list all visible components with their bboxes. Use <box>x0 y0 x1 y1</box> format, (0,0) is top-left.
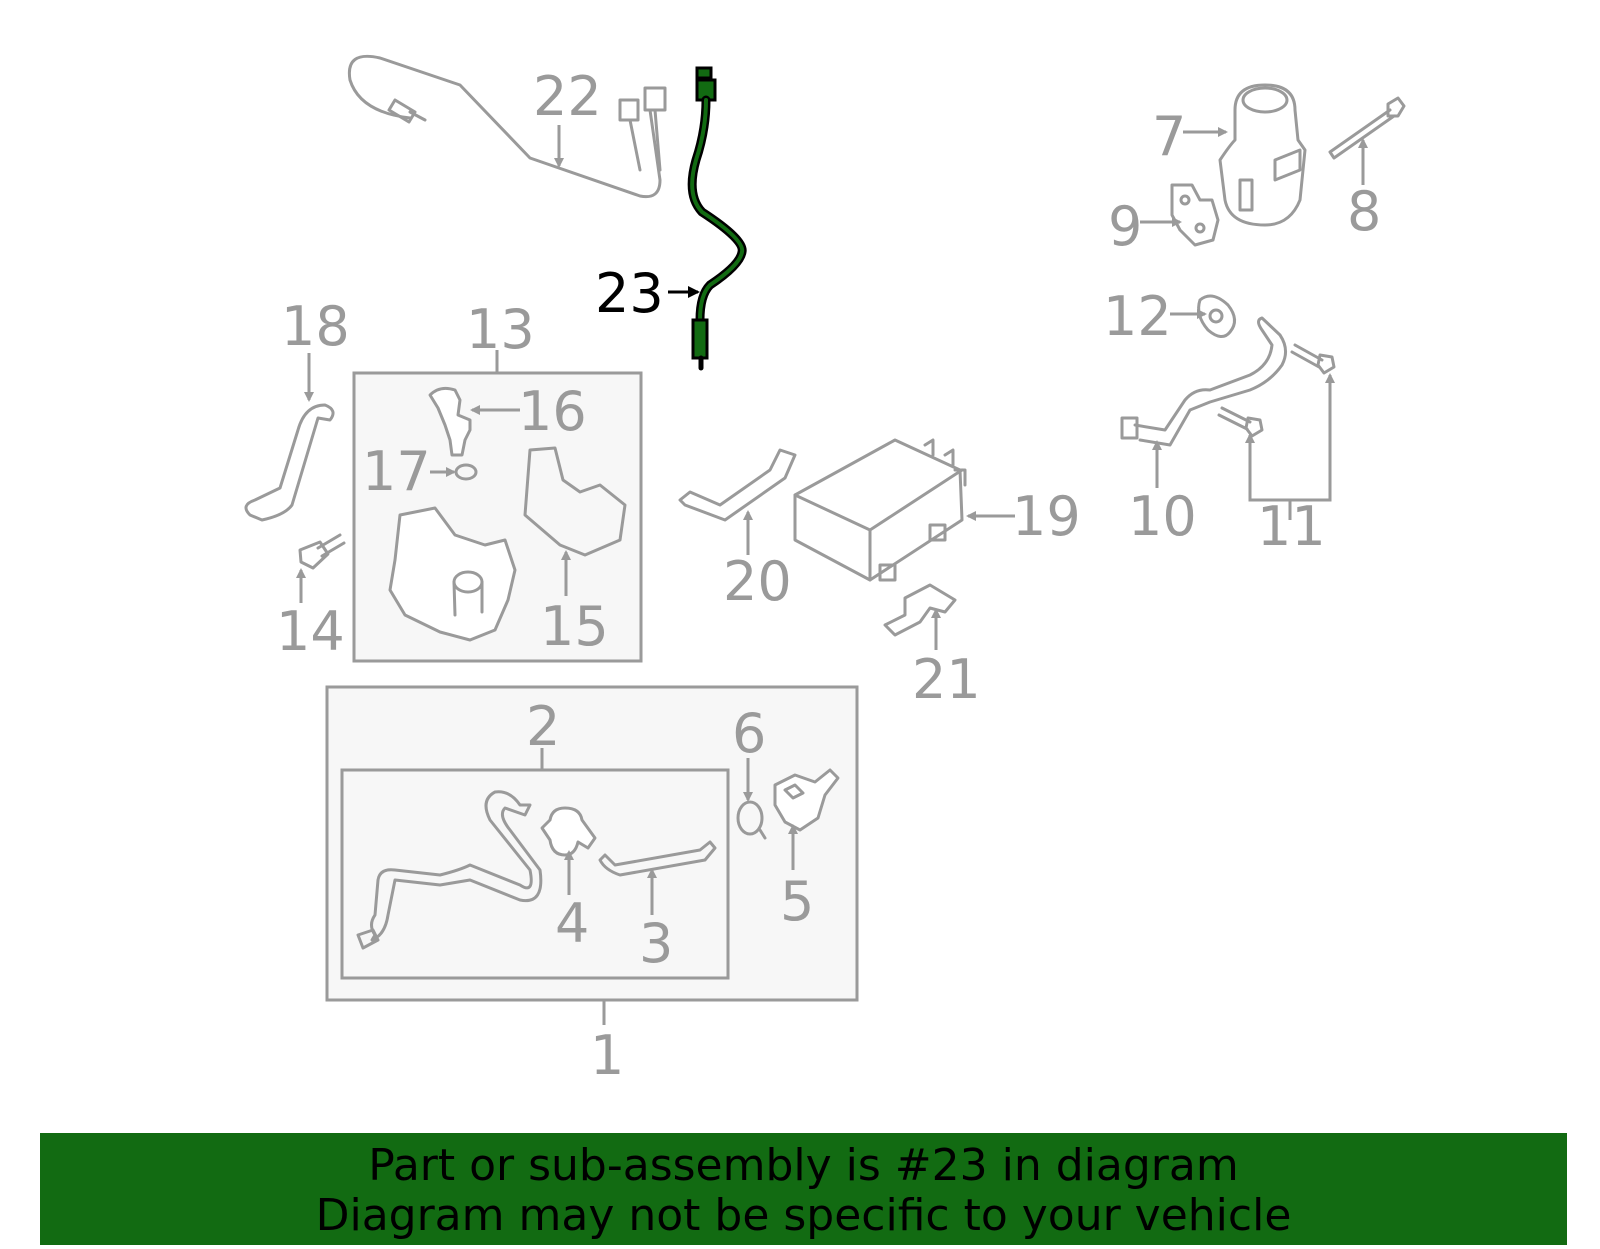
callout-17: 17 <box>362 440 431 503</box>
part-8-bolt <box>1328 96 1406 185</box>
callout-16: 16 <box>518 380 587 443</box>
part-7-egr-valve <box>1183 83 1307 227</box>
callout-5: 5 <box>780 870 814 933</box>
callout-10: 10 <box>1128 485 1197 548</box>
callout-13: 13 <box>466 298 535 361</box>
part-23-oxygen-sensor <box>668 66 747 371</box>
callout-2: 2 <box>526 695 560 758</box>
callout-22: 22 <box>533 65 602 128</box>
callout-18: 18 <box>281 295 350 358</box>
part-21-bracket <box>883 583 957 650</box>
part-20-bracket <box>678 448 797 555</box>
banner-line-1: Part or sub-assembly is #23 in diagram <box>368 1140 1239 1191</box>
part-19-canister <box>793 438 1015 582</box>
callout-12: 12 <box>1103 285 1172 348</box>
part-18-hose <box>244 353 335 522</box>
part-9-gasket <box>1140 183 1220 247</box>
callout-21: 21 <box>912 648 981 711</box>
part-13-housing <box>388 506 517 642</box>
info-banner: Part or sub-assembly is #23 in diagram D… <box>40 1133 1567 1245</box>
part-22-sensor-wire <box>347 54 667 199</box>
part-11-bolts <box>1217 343 1336 520</box>
part-14-bolt <box>296 533 346 603</box>
callout-4: 4 <box>555 892 589 955</box>
callout-20: 20 <box>723 550 792 613</box>
part-5-solenoid <box>773 768 840 870</box>
callout-15: 15 <box>540 595 609 658</box>
callout-6: 6 <box>732 702 766 765</box>
part-16-valve <box>428 386 520 457</box>
callout-9: 9 <box>1108 195 1142 258</box>
part-3-hose <box>598 840 717 915</box>
callout-7: 7 <box>1152 105 1186 168</box>
callout-8: 8 <box>1347 180 1381 243</box>
banner-line-2: Diagram may not be specific to your vehi… <box>315 1190 1292 1241</box>
callout-11: 11 <box>1257 495 1326 558</box>
part-2-hose <box>356 790 543 950</box>
part-12-gasket <box>1170 294 1236 338</box>
part-6-clamp <box>736 758 767 840</box>
callout-19: 19 <box>1012 485 1081 548</box>
part-10-egr-pipe <box>1120 316 1287 488</box>
callout-3: 3 <box>639 912 673 975</box>
group-box-2 <box>340 768 730 980</box>
part-17-oring <box>430 463 478 481</box>
callout-14: 14 <box>276 600 345 663</box>
part-15-gasket <box>523 446 627 596</box>
callout-23: 23 <box>595 262 664 325</box>
callout-1: 1 <box>590 1024 624 1087</box>
part-4-valve <box>540 806 597 895</box>
